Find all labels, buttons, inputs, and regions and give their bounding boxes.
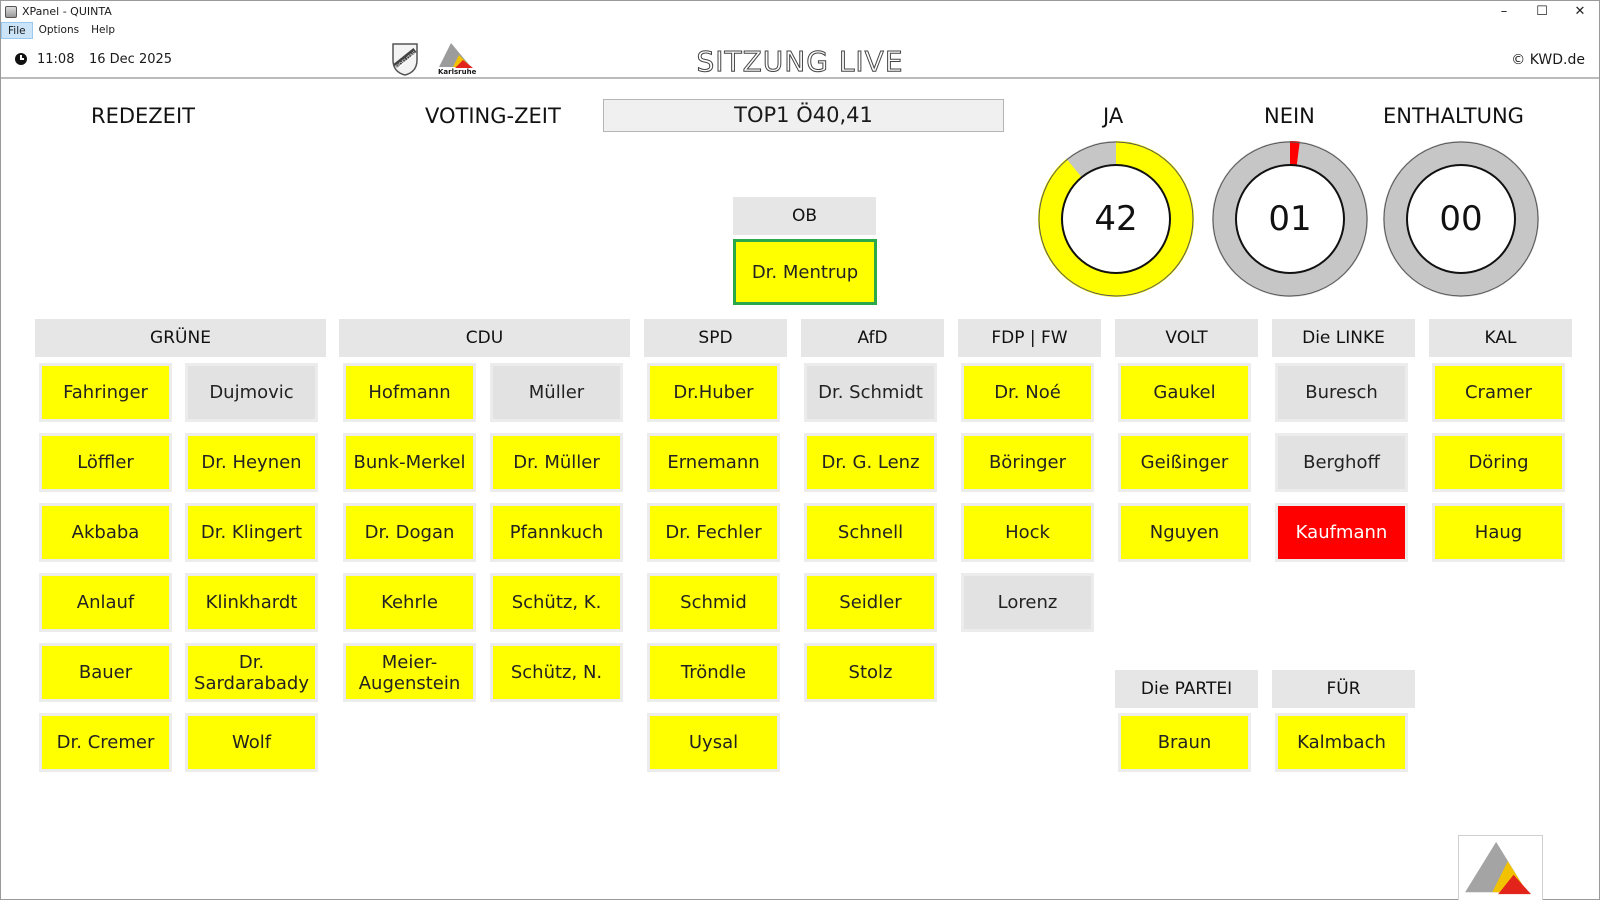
menu-file[interactable]: File: [1, 22, 33, 39]
party-header-fdp-fw: FDP | FW: [958, 319, 1101, 357]
ja-label: JA: [1103, 104, 1124, 128]
seat-seidler[interactable]: Seidler: [804, 573, 937, 632]
session-title: SITZUNG LIVE: [696, 45, 904, 79]
seat-schuetz-n[interactable]: Schütz, N.: [490, 643, 623, 702]
seat-hock[interactable]: Hock: [961, 503, 1094, 562]
seat-schuetz-k[interactable]: Schütz, K.: [490, 573, 623, 632]
maximize-button[interactable]: ☐: [1536, 4, 1548, 19]
clock-icon: [15, 53, 27, 65]
seat-klinkhardt[interactable]: Klinkhardt: [185, 573, 318, 632]
party-header-volt: VOLT: [1115, 319, 1258, 357]
seat-dr-fechler[interactable]: Dr. Fechler: [647, 503, 780, 562]
title-bar: XPanel - QUINTA – ☐ ✕: [1, 1, 1599, 22]
seat-hofmann[interactable]: Hofmann: [343, 363, 476, 422]
ob-header: OB: [733, 197, 876, 235]
city-seal-logo: FIDELITAS: [392, 43, 418, 76]
seat-dr-g-lenz[interactable]: Dr. G. Lenz: [804, 433, 937, 492]
seat-anlauf[interactable]: Anlauf: [39, 573, 172, 632]
close-button[interactable]: ✕: [1574, 4, 1586, 19]
seat-meier-augenstein[interactable]: Meier-Augenstein: [343, 643, 476, 702]
party-header-cdu: CDU: [339, 319, 630, 357]
party-header-spd: SPD: [644, 319, 787, 357]
current-time: 11:08: [37, 52, 75, 67]
party-header-die-partei: Die PARTEI: [1115, 670, 1258, 708]
seat-dr-huber[interactable]: Dr.Huber: [647, 363, 780, 422]
status-header: 11:08 16 Dec 2025 FIDELITAS Karlsruhe SI…: [1, 39, 1599, 79]
minimize-button[interactable]: –: [1500, 4, 1508, 19]
seat-troendle[interactable]: Tröndle: [647, 643, 780, 702]
seat-doering[interactable]: Döring: [1432, 433, 1565, 492]
ja-count: 42: [1094, 199, 1138, 239]
app-icon: [5, 5, 17, 18]
karlsruhe-logo: [439, 43, 473, 68]
seat-dr-sardarabady[interactable]: Dr. Sardarabady: [185, 643, 318, 702]
redezeit-label: REDEZEIT: [91, 104, 195, 128]
seat-geissinger[interactable]: Geißinger: [1118, 433, 1251, 492]
seat-akbaba[interactable]: Akbaba: [39, 503, 172, 562]
menu-bar: File Options Help: [1, 22, 121, 39]
city-name: Karlsruhe: [438, 68, 477, 76]
seat-ernemann[interactable]: Ernemann: [647, 433, 780, 492]
party-header-afd: AfD: [801, 319, 944, 357]
seat-dr-schmidt[interactable]: Dr. Schmidt: [804, 363, 937, 422]
party-header-die-linke: Die LINKE: [1272, 319, 1415, 357]
seat-fahringer[interactable]: Fahringer: [39, 363, 172, 422]
seat-ob[interactable]: Dr. Mentrup: [733, 239, 877, 305]
ja-ring-arc: [1038, 141, 1194, 297]
seat-schmid[interactable]: Schmid: [647, 573, 780, 632]
seat-lorenz[interactable]: Lorenz: [961, 573, 1094, 632]
enthaltung-ring: 00: [1383, 141, 1539, 297]
seat-bunk-merkel[interactable]: Bunk-Merkel: [343, 433, 476, 492]
nein-count: 01: [1268, 199, 1312, 239]
enthaltung-label: ENTHALTUNG: [1383, 104, 1524, 128]
seat-buresch[interactable]: Buresch: [1275, 363, 1408, 422]
nein-ring-arc: [1212, 141, 1368, 297]
party-header-fuer: FÜR: [1272, 670, 1415, 708]
agenda-item-field: TOP1 Ö40,41: [603, 99, 1004, 132]
seat-dr-dogan[interactable]: Dr. Dogan: [343, 503, 476, 562]
seat-berghoff[interactable]: Berghoff: [1275, 433, 1408, 492]
copyright: © KWD.de: [1511, 52, 1585, 68]
seat-boeringer[interactable]: Böringer: [961, 433, 1094, 492]
party-header-gruene: GRÜNE: [35, 319, 326, 357]
enthaltung-count: 00: [1439, 199, 1483, 239]
seat-cramer[interactable]: Cramer: [1432, 363, 1565, 422]
seat-schnell[interactable]: Schnell: [804, 503, 937, 562]
seat-dr-noe[interactable]: Dr. Noé: [961, 363, 1094, 422]
seat-mueller[interactable]: Müller: [490, 363, 623, 422]
menu-help[interactable]: Help: [91, 24, 116, 36]
seat-nguyen[interactable]: Nguyen: [1118, 503, 1251, 562]
nein-label: NEIN: [1264, 104, 1315, 128]
party-header-kal: KAL: [1429, 319, 1572, 357]
seat-pfannkuch[interactable]: Pfannkuch: [490, 503, 623, 562]
current-date: 16 Dec 2025: [89, 52, 173, 67]
seat-dujmovic[interactable]: Dujmovic: [185, 363, 318, 422]
ja-ring: 42: [1038, 141, 1194, 297]
seat-dr-klingert[interactable]: Dr. Klingert: [185, 503, 318, 562]
window-title: XPanel - QUINTA: [22, 5, 112, 18]
seat-bauer[interactable]: Bauer: [39, 643, 172, 702]
voting-zeit-label: VOTING-ZEIT: [425, 104, 561, 128]
seat-wolf[interactable]: Wolf: [185, 713, 318, 772]
seat-dr-heynen[interactable]: Dr. Heynen: [185, 433, 318, 492]
seat-dr-cremer[interactable]: Dr. Cremer: [39, 713, 172, 772]
seat-stolz[interactable]: Stolz: [804, 643, 937, 702]
seat-kalmbach[interactable]: Kalmbach: [1275, 713, 1408, 772]
seat-kaufmann[interactable]: Kaufmann: [1275, 503, 1408, 562]
seat-loeffler[interactable]: Löffler: [39, 433, 172, 492]
kwd-corner-logo: [1458, 835, 1543, 900]
seat-braun[interactable]: Braun: [1118, 713, 1251, 772]
menu-options[interactable]: Options: [38, 24, 80, 36]
seat-gaukel[interactable]: Gaukel: [1118, 363, 1251, 422]
seat-uysal[interactable]: Uysal: [647, 713, 780, 772]
seat-dr-mueller[interactable]: Dr. Müller: [490, 433, 623, 492]
seat-kehrle[interactable]: Kehrle: [343, 573, 476, 632]
seat-haug[interactable]: Haug: [1432, 503, 1565, 562]
nein-ring: 01: [1212, 141, 1368, 297]
